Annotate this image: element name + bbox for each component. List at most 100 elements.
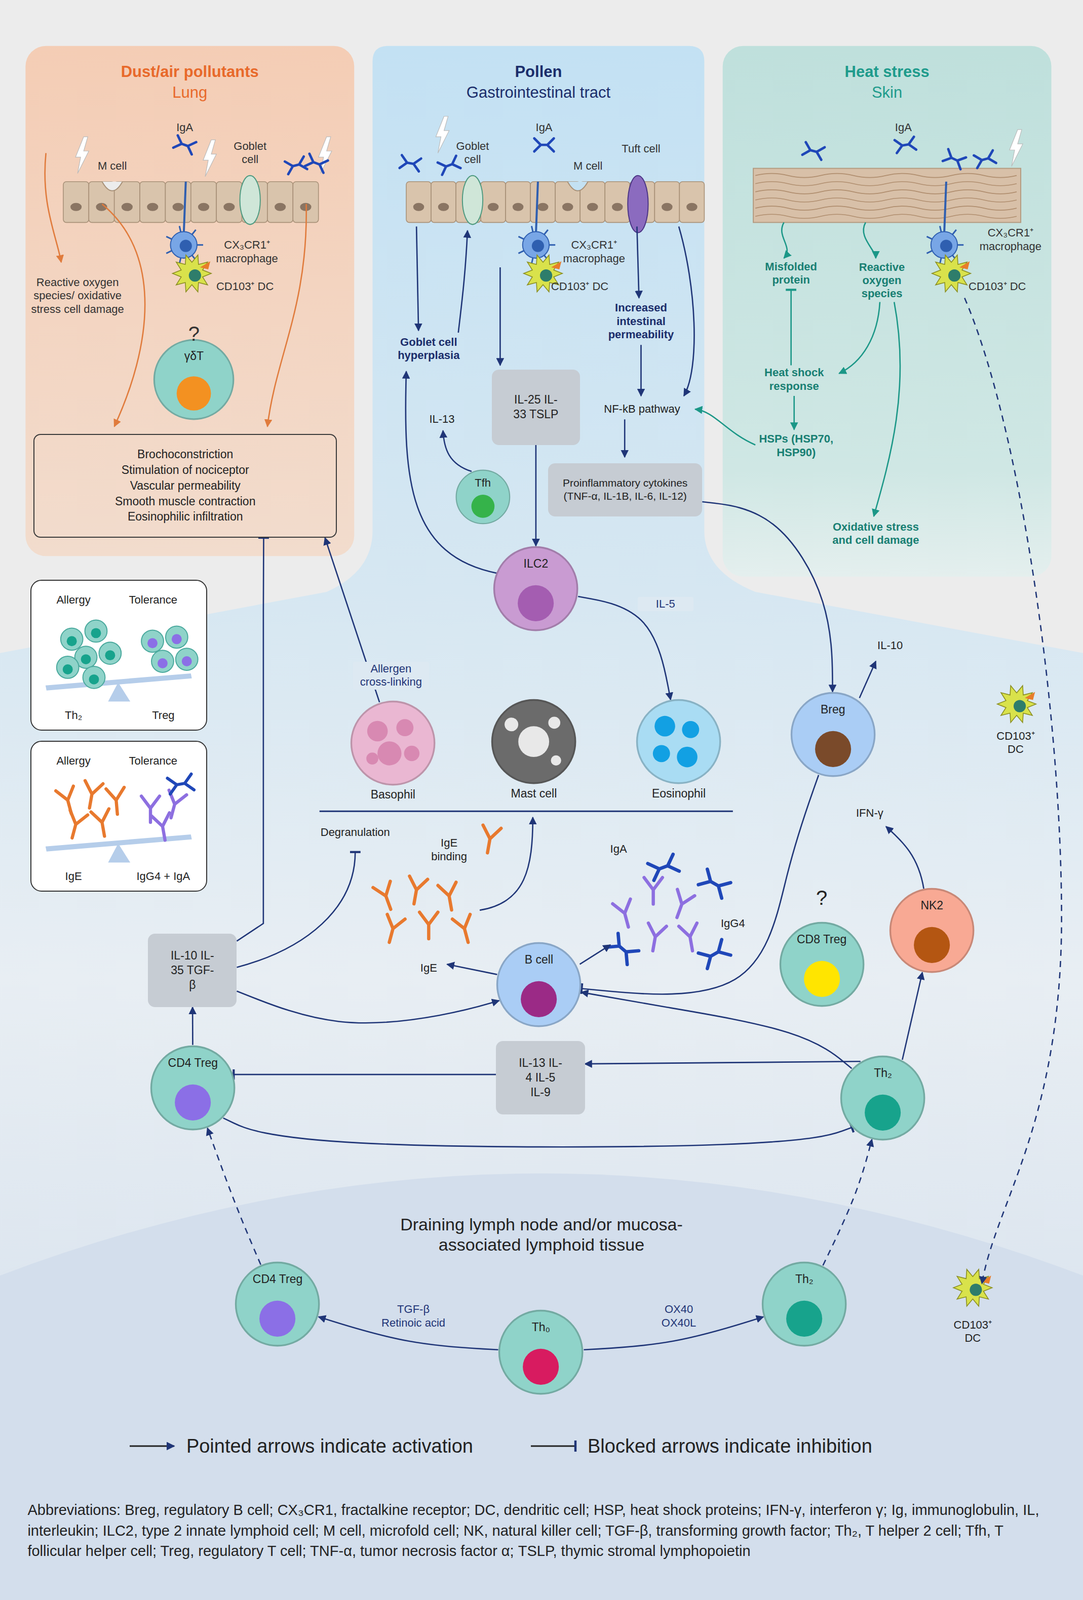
node-text: Th₂	[769, 1272, 839, 1288]
legend-sample	[127, 1439, 179, 1455]
activation-arrow	[577, 596, 671, 701]
cytokine-box: IL-25 IL-33 TSLP	[491, 369, 580, 446]
activation-arrow	[236, 991, 499, 1024]
edge-label: OX40 OX40L	[650, 1302, 707, 1331]
node-text: Treg	[151, 709, 175, 723]
node-text: Lung	[25, 83, 355, 102]
cell-circle: Th₂	[761, 1261, 847, 1348]
cell-circle: CD4 Treg	[234, 1261, 321, 1348]
legend-text: Blocked arrows indicate inhibition	[587, 1435, 873, 1459]
node-text: Basophil	[324, 788, 462, 803]
node-text: CD4 Treg	[158, 1056, 227, 1071]
legend: Pointed arrows indicate activation Blocke…	[127, 1435, 873, 1459]
edge-label: Allergen cross-linking	[353, 662, 430, 690]
annotation-label: IgE	[413, 961, 444, 976]
node-text: Gastrointestinal tract	[372, 83, 705, 102]
annotation-label: CX₃CR1⁺ macrophage	[210, 238, 284, 266]
annotation-label: Goblet cell	[454, 139, 492, 167]
node-text: Tfh	[460, 476, 506, 490]
lymph-node-band: Draining lymph node and/or mucosa-associ…	[0, 1174, 1083, 1435]
inhibition-arrow	[223, 1118, 853, 1148]
annotation-label: IL-13	[424, 412, 460, 427]
node-text: Dust/air pollutants	[25, 62, 355, 82]
edge-label: TGF-β Retinoic acid	[375, 1302, 452, 1331]
cytokine-box: IL-13 IL-4 IL-5 IL-9	[495, 1041, 585, 1115]
cytokine-box: IL-10 IL-35 TGF-β	[147, 934, 237, 1008]
annotation-label: ?	[806, 885, 837, 911]
annotation-label: IgA	[523, 121, 565, 135]
node-text: Vascular permeability	[130, 478, 241, 494]
annotation-label: CD103⁺ DC	[209, 280, 281, 294]
annotation-label: Reactive oxygen species/ oxidative stres…	[26, 276, 129, 317]
node-text: Tolerance	[129, 754, 178, 768]
node-text: IgE	[65, 870, 83, 884]
node-text: Proinflammatory cytokines (TNF-α, IL-1B,…	[551, 476, 699, 504]
cell-circle: CD8 Treg	[779, 921, 865, 1008]
activation-arrow	[191, 1007, 194, 1046]
legend-item: Blocked arrows indicate inhibition	[528, 1435, 873, 1459]
node-text: Heat stress	[722, 62, 1052, 82]
cytokine-box: Proinflammatory cytokines (TNF-α, IL-1B,…	[548, 463, 703, 517]
cell-circle: B cell	[495, 942, 582, 1028]
node-text: CD8 Treg	[787, 933, 856, 948]
annotation-label: Goblet cell hyperplasia	[389, 335, 469, 363]
activation-arrow	[207, 1128, 261, 1266]
annotation-label: IL-10	[871, 639, 909, 653]
activation-arrow	[585, 1061, 861, 1065]
legend-text: Pointed arrows indicate activation	[186, 1435, 474, 1459]
annotation-label: Oxidative stress and cell damage	[824, 520, 927, 548]
legend-sample	[528, 1439, 580, 1455]
node-text: Breg	[798, 703, 868, 718]
annotation-label: Heat shock response	[760, 366, 828, 394]
node-text: ILC2	[501, 557, 570, 572]
node-text: IL-10 IL-35 TGF-β	[169, 948, 216, 993]
annotation-label: Reactive oxygen species	[856, 260, 908, 301]
node-text: CD4 Treg	[243, 1272, 312, 1288]
node-text: γδT	[161, 349, 227, 364]
annotation-label: HSPs (HSP70, HSP90)	[750, 432, 842, 460]
node-text: Pollen	[372, 62, 705, 82]
node-text: Skin	[722, 83, 1052, 102]
annotation-label: IgA	[603, 842, 634, 857]
cell-circle: Tfh	[455, 469, 511, 525]
cell-shape	[350, 700, 436, 787]
inhibition-arrow	[233, 1074, 496, 1076]
annotation-label: Increased intestinal permeability	[601, 301, 681, 342]
cell-circle: ILC2	[492, 546, 579, 632]
node-text: Allergy	[56, 754, 91, 768]
cell-circle: Mast cell	[490, 699, 577, 785]
node-text: Allergy	[56, 593, 91, 607]
activation-arrow	[902, 972, 923, 1061]
annotation-label: CD103⁺ DC	[961, 280, 1033, 294]
annotation-label: IgA	[164, 121, 206, 135]
effects-box: BrochoconstrictionStimulation of nocicep…	[33, 434, 337, 539]
annotation-label: ?	[178, 321, 210, 346]
cell-circle: γδT	[152, 338, 235, 421]
cell-circle: NK2	[888, 887, 975, 974]
annotation-label: M cell	[86, 159, 138, 173]
annotation-label: M cell	[562, 159, 614, 173]
annotation-label: CX₃CR1⁺ macrophage	[973, 226, 1048, 254]
node-text: Brochoconstriction	[137, 447, 234, 462]
node-text: IgG4 + IgA	[136, 870, 190, 884]
annotation-label: Misfolded protein	[760, 260, 822, 288]
cell-circle: CD4 Treg	[149, 1045, 236, 1132]
cell-shape	[490, 699, 577, 785]
node-text: Smooth muscle contraction	[114, 494, 256, 510]
annotation-label: Tuft cell	[614, 142, 668, 156]
balance-box: Allergy ToleranceIgE IgG4 + IgA	[30, 741, 208, 893]
node-text: IL-13 IL-4 IL-5 IL-9	[517, 1056, 564, 1100]
node-text: Mast cell	[465, 787, 603, 802]
activation-arrow	[823, 1139, 873, 1266]
node-text: IL-25 IL-33 TSLP	[513, 392, 559, 422]
annotation-label: CX₃CR1⁺ macrophage	[557, 238, 631, 266]
cell-circle: Breg	[790, 691, 876, 778]
node-text: Th₂	[848, 1066, 917, 1081]
node-text: Th₀	[506, 1321, 575, 1336]
legend-item: Pointed arrows indicate activation	[127, 1435, 474, 1459]
activation-arrow	[535, 445, 537, 547]
annotation-label: IFN-γ	[849, 806, 891, 821]
node-text: B cell	[504, 953, 573, 968]
annotation-label: CD103⁺ DC	[994, 729, 1038, 757]
cell-circle: Th₀	[497, 1309, 584, 1396]
